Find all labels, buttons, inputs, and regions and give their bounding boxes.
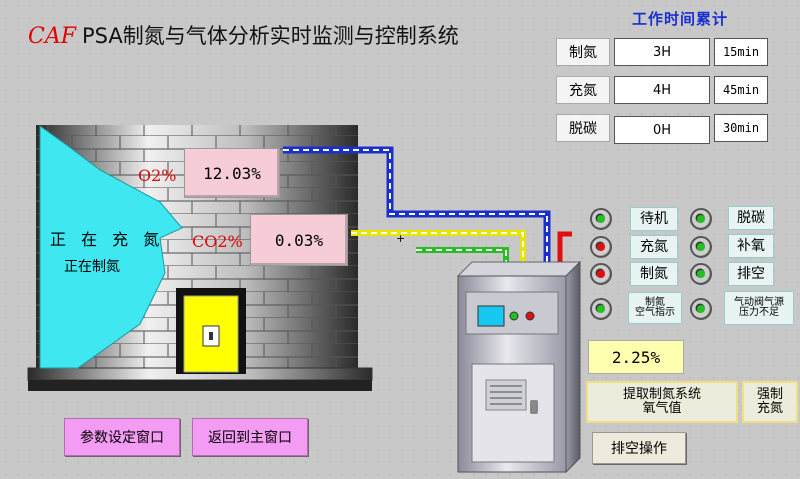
tower-status-secondary: 正在制氮 xyxy=(64,259,120,275)
o2-readout: 12.03% xyxy=(184,148,280,198)
work-time-minutes: 45min xyxy=(714,76,768,104)
force-fill-button[interactable]: 强制 充氮 xyxy=(742,381,798,423)
o2-label: O2% xyxy=(138,166,177,185)
work-time-label: 充氮 xyxy=(556,76,610,104)
valve-pressure-lamp xyxy=(690,298,712,320)
air-indicator-label: 制氮 空气指示 xyxy=(628,292,682,324)
work-time-hours: 0H xyxy=(614,116,710,144)
analyzer-screen xyxy=(477,305,505,327)
vent-label: 排空 xyxy=(728,262,774,286)
system-title: PSA制氮与气体分析实时监测与控制系统 xyxy=(82,24,459,48)
oxygen-supplement-lamp xyxy=(690,236,712,258)
producing-lamp xyxy=(590,263,612,285)
producing-label: 制氮 xyxy=(630,262,678,286)
standby-label: 待机 xyxy=(630,207,678,231)
decarbon-lamp xyxy=(690,208,712,230)
filling-lamp xyxy=(590,236,612,258)
oxygen-supplement-label: 补氧 xyxy=(728,234,774,258)
params-window-button[interactable]: 参数设定窗口 xyxy=(64,418,180,456)
nitrogen-oxygen-readout: 2.25% xyxy=(588,340,684,374)
vent-operation-button[interactable]: 排空操作 xyxy=(592,432,686,464)
vent-lamp xyxy=(690,263,712,285)
filling-label: 充氮 xyxy=(630,235,678,259)
work-time-label: 脱碳 xyxy=(556,114,610,142)
work-time-label: 制氮 xyxy=(556,38,610,66)
brand-logo: CAF xyxy=(28,24,76,49)
decarbon-label: 脱碳 xyxy=(728,206,774,230)
standby-lamp xyxy=(590,208,612,230)
work-time-hours: 4H xyxy=(614,76,710,104)
air-indicator-lamp xyxy=(590,298,612,320)
work-time-hours: 3H xyxy=(614,38,710,66)
co2-label: CO2% xyxy=(192,232,243,251)
tower-status-primary: 正 在 充 氮 xyxy=(50,230,165,249)
back-main-button[interactable]: 返回到主窗口 xyxy=(192,418,308,456)
work-time-minutes: 15min xyxy=(714,38,768,66)
analyzer-cabinet-top xyxy=(456,261,582,277)
vent-pipe xyxy=(557,231,572,272)
extract-oxygen-button[interactable]: 提取制氮系统 氧气值 xyxy=(586,381,738,423)
svg-text:+: + xyxy=(396,232,405,245)
valve-pressure-label: 气动阀气源 压力不足 xyxy=(724,291,794,325)
nitrogen-fill xyxy=(39,125,183,369)
co2-readout: 0.03% xyxy=(250,214,348,266)
analyzer-led-red xyxy=(525,311,535,321)
work-time-title: 工作时间累计 xyxy=(632,10,729,28)
analyzer-cabinet-side xyxy=(565,260,581,474)
analyzer-led-green xyxy=(509,311,519,321)
work-time-minutes: 30min xyxy=(714,114,768,142)
